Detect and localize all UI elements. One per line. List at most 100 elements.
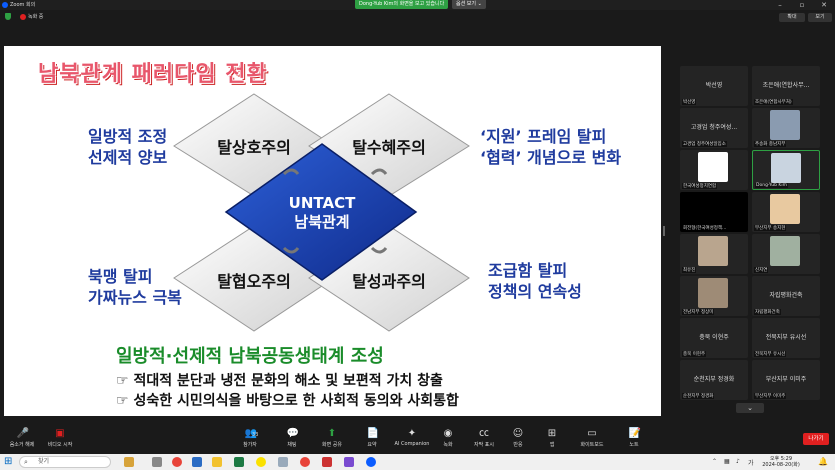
- chat-icon: 💬: [286, 428, 299, 439]
- minimize-icon[interactable]: –: [778, 1, 782, 9]
- participant-tile[interactable]: 고경업 청주여성... 고경업 청주여성일입소: [680, 108, 748, 148]
- ime-indicator[interactable]: 가: [748, 460, 754, 467]
- excel-icon[interactable]: [234, 457, 244, 467]
- chrome-icon[interactable]: [172, 457, 182, 467]
- video-off-icon: ▣: [55, 428, 65, 439]
- text-line: 북맹 탈피: [88, 267, 153, 286]
- avatar: [770, 194, 800, 224]
- center-diamond: [224, 143, 418, 281]
- diamond-label: 탈상호주의: [217, 138, 291, 157]
- participants-button[interactable]: 👥참가자: [230, 429, 270, 449]
- view-options-button[interactable]: 옵션 보기 ⌄: [452, 0, 486, 9]
- app-icon[interactable]: [344, 457, 354, 467]
- participant-caption: 부산지부 송지현: [754, 225, 787, 231]
- notes-button[interactable]: 📝노트: [614, 429, 654, 449]
- participant-name: 조은애(연합사무...: [762, 82, 810, 89]
- text-top-right: ‘지원’ 프레임 탈피 ‘협력’ 개념으로 변화: [480, 126, 621, 168]
- whiteboard-button[interactable]: ▭화이트보드: [572, 429, 612, 449]
- zoom-button[interactable]: 확대: [779, 13, 805, 22]
- chrome-icon[interactable]: [300, 457, 310, 467]
- participant-tile[interactable]: 조은애(연합사무... 조은애(연합사무처): [752, 66, 820, 106]
- zoom-app-icon[interactable]: [366, 457, 376, 467]
- text-line: 조급함 탈피: [488, 261, 568, 280]
- participant-caption: Dong-Yub Kim: [755, 183, 788, 188]
- chat-button[interactable]: 💬 채팅: [272, 428, 312, 449]
- share-screen-icon: ⬆: [327, 428, 337, 439]
- share-label: 화면 공유: [322, 442, 342, 448]
- connector-arrow: [370, 246, 388, 254]
- panel-resize-handle[interactable]: [663, 226, 665, 236]
- bullet-text: 적대적 분단과 냉전 문화의 해소 및 보편적 가치 창출: [133, 373, 443, 389]
- participant-tile[interactable]: 박선영 박선영: [680, 66, 748, 106]
- chevron-down-icon[interactable]: ⌄: [736, 403, 764, 413]
- record-icon: ◉: [443, 428, 453, 439]
- connector-arrow: [282, 168, 300, 176]
- app-icon[interactable]: [322, 457, 332, 467]
- participant-tile[interactable]: 충북 이현주 충북 이현주: [680, 318, 748, 358]
- participant-tile[interactable]: 순천지부 정경화 순천지부 정경화: [680, 360, 748, 400]
- tray-chevron-icon[interactable]: ⌃: [712, 458, 718, 465]
- apps-button[interactable]: ⊞앱: [532, 429, 572, 449]
- notes-label: 노트: [629, 442, 639, 448]
- kakaotalk-icon[interactable]: [256, 457, 266, 467]
- participant-count: 33: [252, 432, 259, 438]
- text-line: ‘협력’ 개념으로 변화: [480, 148, 622, 167]
- participant-caption: 부산지부 이미주: [754, 393, 787, 399]
- security-shield-icon[interactable]: [5, 13, 11, 20]
- search-icon: ⌕: [24, 458, 28, 466]
- volume-icon[interactable]: ♪: [736, 458, 740, 465]
- video-button[interactable]: ▣비디오 시작: [40, 428, 80, 449]
- ai-companion-button[interactable]: ✦AI Companion: [390, 429, 434, 448]
- file-explorer-icon[interactable]: [212, 457, 222, 467]
- view-button[interactable]: 보기: [808, 13, 832, 22]
- participant-tile[interactable]: 추송화 충남지부: [752, 108, 820, 148]
- video-feed: [770, 236, 800, 266]
- participant-caption: 박선영: [682, 99, 697, 105]
- app-icon[interactable]: [278, 457, 288, 467]
- participant-caption: 신지연: [754, 267, 769, 273]
- network-icon[interactable]: ▦: [724, 458, 730, 465]
- record-button[interactable]: ◉녹화: [428, 428, 468, 449]
- participant-caption: 순천지부 정경화: [682, 393, 715, 399]
- text-line: ‘지원’ 프레임 탈피: [480, 127, 607, 146]
- share-screen-button[interactable]: ⬆ 화면 공유: [312, 428, 352, 449]
- diamond-diagram: [173, 93, 470, 332]
- mute-button[interactable]: 🎤음소거 해제: [2, 429, 42, 449]
- text-line: 일방적 조정: [88, 127, 168, 146]
- summary-button[interactable]: 📄요약: [352, 429, 392, 449]
- app-icon[interactable]: [192, 457, 202, 467]
- taskbar-search-input[interactable]: 찾기: [19, 456, 111, 468]
- reactions-button[interactable]: ☺반응: [498, 429, 538, 449]
- participant-name: 전북지부 유시선: [765, 334, 807, 341]
- participant-tile[interactable]: 자립평화건축 자립평화건축: [752, 276, 820, 316]
- video-feed: [770, 110, 800, 140]
- participant-tile[interactable]: 한국여성정치연합: [680, 150, 748, 190]
- participant-tile[interactable]: Dong-Yub Kim: [752, 150, 820, 190]
- participant-tile[interactable]: 전북지부 유시선 전북지부 유시선: [752, 318, 820, 358]
- windows-start-icon[interactable]: ⊞: [4, 456, 13, 467]
- text-line: 가짜뉴스 극복: [88, 288, 182, 307]
- leave-button[interactable]: 나가기: [803, 433, 829, 445]
- participant-tile[interactable]: 회전형(한국여성정책...: [680, 192, 748, 232]
- video-feed: [698, 236, 728, 266]
- task-view-icon[interactable]: [152, 457, 162, 467]
- participant-caption: 전남지부 정상미: [682, 309, 715, 315]
- system-clock[interactable]: 오후 5:29 2024-08-20(화): [760, 456, 802, 468]
- participant-tile[interactable]: 신지연: [752, 234, 820, 274]
- participant-gallery: 박선영 박선영 조은애(연합사무... 조은애(연합사무처) 고경업 청주여성.…: [672, 46, 832, 416]
- participant-tile[interactable]: 최유진: [680, 234, 748, 274]
- os-taskbar: ⊞ 찾기 ⌕ ⌃ ▦ ♪ 가 오후 5:29 2024-08-20(화) 🔔: [0, 454, 835, 470]
- maximize-icon[interactable]: ▫: [799, 1, 805, 9]
- chat-label: 채팅: [287, 442, 297, 448]
- participant-name: 충북 이현주: [699, 334, 729, 341]
- participant-tile[interactable]: 부산지부 이미주 부산지부 이미주: [752, 360, 820, 400]
- participant-tile[interactable]: 전남지부 정상미: [680, 276, 748, 316]
- widget-icon[interactable]: [124, 457, 134, 467]
- recording-dot-icon: [20, 14, 26, 20]
- recording-label[interactable]: 녹화 중: [28, 14, 44, 20]
- participant-name: 순천지부 정경화: [693, 376, 735, 383]
- notification-icon[interactable]: 🔔: [818, 457, 828, 466]
- participant-tile[interactable]: 부산지부 송지현: [752, 192, 820, 232]
- close-icon[interactable]: ✕: [821, 1, 827, 9]
